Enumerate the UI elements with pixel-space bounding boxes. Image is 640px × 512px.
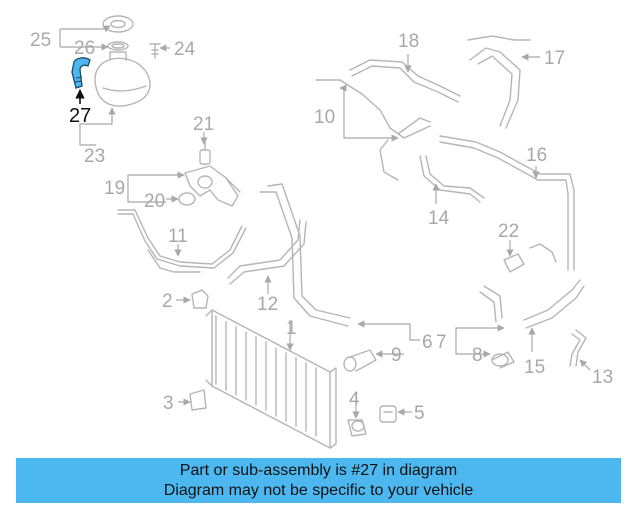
info-banner-line-1: Part or sub-assembly is #27 in diagram: [179, 461, 458, 479]
callout-22: 22: [498, 221, 519, 242]
callout-11: 11: [168, 226, 188, 247]
part-25-cap: [102, 15, 134, 33]
part-20-o-ring: [178, 192, 196, 206]
callout-25: 25: [30, 30, 51, 51]
part-27-hose-highlighted: [71, 57, 91, 89]
part-16-pipe: [439, 135, 575, 271]
callout-21: 21: [193, 114, 214, 135]
callout-4: 4: [349, 389, 360, 410]
part-1-radiator: [205, 309, 337, 449]
callout-14: 14: [428, 208, 450, 229]
part-24-screw: [149, 43, 161, 59]
callout-16: 16: [526, 145, 547, 166]
part-9-connector: [343, 349, 377, 372]
part-5-connector: [379, 405, 397, 423]
part-15-hose: [523, 279, 585, 329]
callout-8: 8: [472, 345, 483, 366]
callout-23: 23: [84, 146, 105, 167]
info-banner-line-2: Diagram may not be specific to your vehi…: [163, 481, 474, 499]
callout-12: 12: [257, 294, 278, 315]
part-7-hose: [479, 285, 503, 323]
part-18-pipe: [349, 59, 461, 103]
callout-24: 24: [174, 39, 196, 60]
info-banner: Part or sub-assembly is #27 in diagram D…: [16, 458, 621, 503]
part-11-pipe: [117, 209, 247, 273]
part-2-bracket: [191, 289, 209, 309]
part-23-expansion-tank: [94, 51, 151, 107]
callout-26: 26: [74, 38, 95, 59]
part-19-flange: [184, 165, 241, 207]
callout-10: 10: [314, 107, 335, 128]
part-21-sensor: [199, 141, 211, 165]
callout-6: 6: [422, 332, 433, 353]
part-4-sensor: [347, 419, 367, 437]
callout-2: 2: [162, 291, 173, 312]
callout-5: 5: [414, 403, 425, 424]
callout-19: 19: [104, 178, 125, 199]
part-13-hose: [569, 329, 587, 367]
part-22-connector: [503, 243, 557, 273]
callout-3: 3: [163, 393, 174, 414]
callout-20: 20: [144, 191, 165, 212]
callout-27: 27: [69, 105, 91, 127]
callout-7: 7: [436, 332, 447, 353]
part-14-hose: [419, 155, 485, 203]
callout-9: 9: [391, 345, 402, 366]
callout-17: 17: [544, 48, 565, 69]
part-6-hose: [259, 183, 351, 327]
callout-13: 13: [592, 367, 613, 388]
part-8-connector: [491, 351, 515, 369]
callout-15: 15: [524, 357, 545, 378]
part-26-seal: [107, 41, 129, 51]
callout-18: 18: [398, 31, 419, 52]
part-3-bracket: [189, 389, 207, 411]
callout-1: 1: [286, 318, 297, 339]
part-10-pipe: [315, 79, 431, 181]
part-17-hose: [467, 35, 531, 129]
